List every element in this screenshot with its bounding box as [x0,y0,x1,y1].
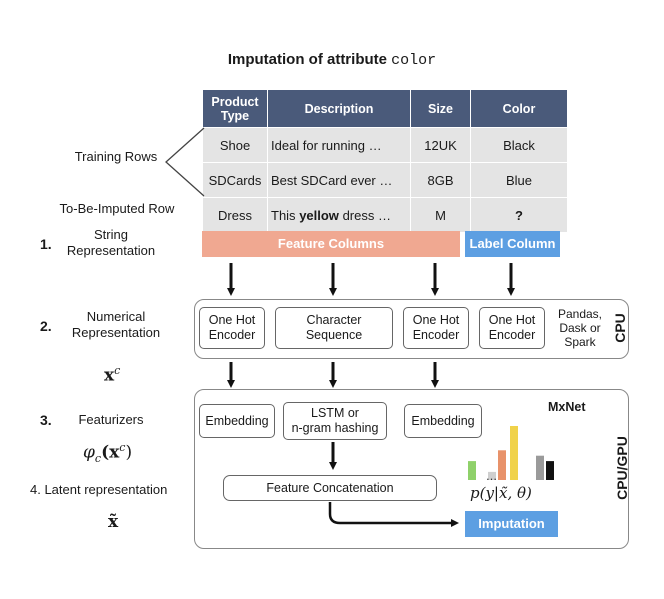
step1-line1: String [94,227,128,242]
xtilde-symbol: x̃ [108,512,119,532]
histogram-bar [468,461,476,480]
step3-number: 3. [40,412,52,428]
table-row: Shoe Ideal for running … 12UK Black [202,127,568,163]
step1-line2: Representation [66,243,156,258]
mxnet-label: MxNet [548,400,586,414]
cell: Blue [470,162,568,198]
phi-subscript: c [94,452,102,466]
phi-close: ) [125,442,133,463]
diagram-title: Imputation of attribute color [0,51,664,69]
header-size: Size [410,89,471,128]
histogram-bar [498,450,506,480]
imputation-box: Imputation [465,511,558,537]
arrow [328,502,459,527]
cell: Black [470,127,568,163]
feature-concatenation-box: Feature Concatenation [223,475,437,501]
histogram-bar [488,471,496,480]
box-line1: Character [306,313,362,327]
box-line2: Encoder [208,328,256,342]
histogram-bar [510,426,518,480]
histogram-bar [536,455,544,480]
phi-symbol: φ [83,442,95,463]
libs-line1: Pandas, [557,307,603,321]
box-line1: One Hot [488,313,536,327]
xc-symbol: xc [104,364,120,386]
phi-arg: (x [101,442,120,463]
box-line1: One Hot [412,313,460,327]
libs-line3: Spark [564,335,596,349]
xc-base: x [104,365,115,386]
histogram-dots: … [486,470,497,483]
step2-number: 2. [40,318,52,334]
label-column-bar: Label Column [465,231,560,257]
header-product-type: Product Type [202,89,268,128]
cell: Best SDCard ever … [267,162,411,198]
probability-histogram: … [468,426,554,483]
embedding-box: Embedding [199,404,275,438]
step4-label: 4. Latent representation [30,482,168,497]
desc-bold: yellow [299,207,339,223]
cell: SDCards [202,162,268,198]
cell: ? [470,197,568,233]
feature-columns-bar: Feature Columns [202,231,460,257]
desc-after: dress … [342,207,391,223]
step1-label: String Representation [56,227,166,259]
libraries-label: Pandas, Dask or Spark [552,307,608,349]
step3-label: Featurizers [78,412,144,427]
cell: 12UK [410,127,471,163]
training-rows-brace [165,127,205,197]
table-row: SDCards Best SDCard ever … 8GB Blue [202,162,568,198]
box-line1: One Hot [208,313,256,327]
phi-expression: φc(xc) [83,441,132,465]
header-color: Color [470,89,568,128]
header-description: Description [267,89,411,128]
embedding-box: Embedding [404,404,482,438]
to-be-imputed-label: To-Be-Imputed Row [59,201,175,216]
training-rows-label: Training Rows [74,149,158,164]
desc-before: This [271,207,296,223]
title-prefix: Imputation of attribute [227,51,387,68]
box-line2: Encoder [488,328,536,342]
step2-line1: Numerical [86,309,146,324]
histogram-bar [546,461,554,480]
cell: Dress [202,197,268,233]
phi-arg-superscript: c [119,441,126,454]
table-header-row: Product Type Description Size Color [202,89,568,128]
probability-label: p(y|x̃, θ) [470,484,532,502]
cell: 8GB [410,162,471,198]
table-row: Dress This yellow dress … M ? [202,197,568,233]
xc-superscript: c [114,364,121,377]
cell: Ideal for running … [267,127,411,163]
box-line2: Sequence [305,328,363,342]
box-line2: Encoder [412,328,460,342]
step2-line2: Representation [71,325,161,340]
title-attribute: color [391,52,437,69]
data-table: Product Type Description Size Color Shoe… [202,89,568,233]
cell-description-rich: This yellow dress … [267,197,411,233]
libs-line2: Dask or [559,321,601,335]
lstm-line1: LSTM or [311,406,359,420]
step2-label: Numerical Representation [56,309,176,341]
step1-number: 1. [40,236,52,252]
lstm-line2: n-gram hashing [291,421,379,435]
